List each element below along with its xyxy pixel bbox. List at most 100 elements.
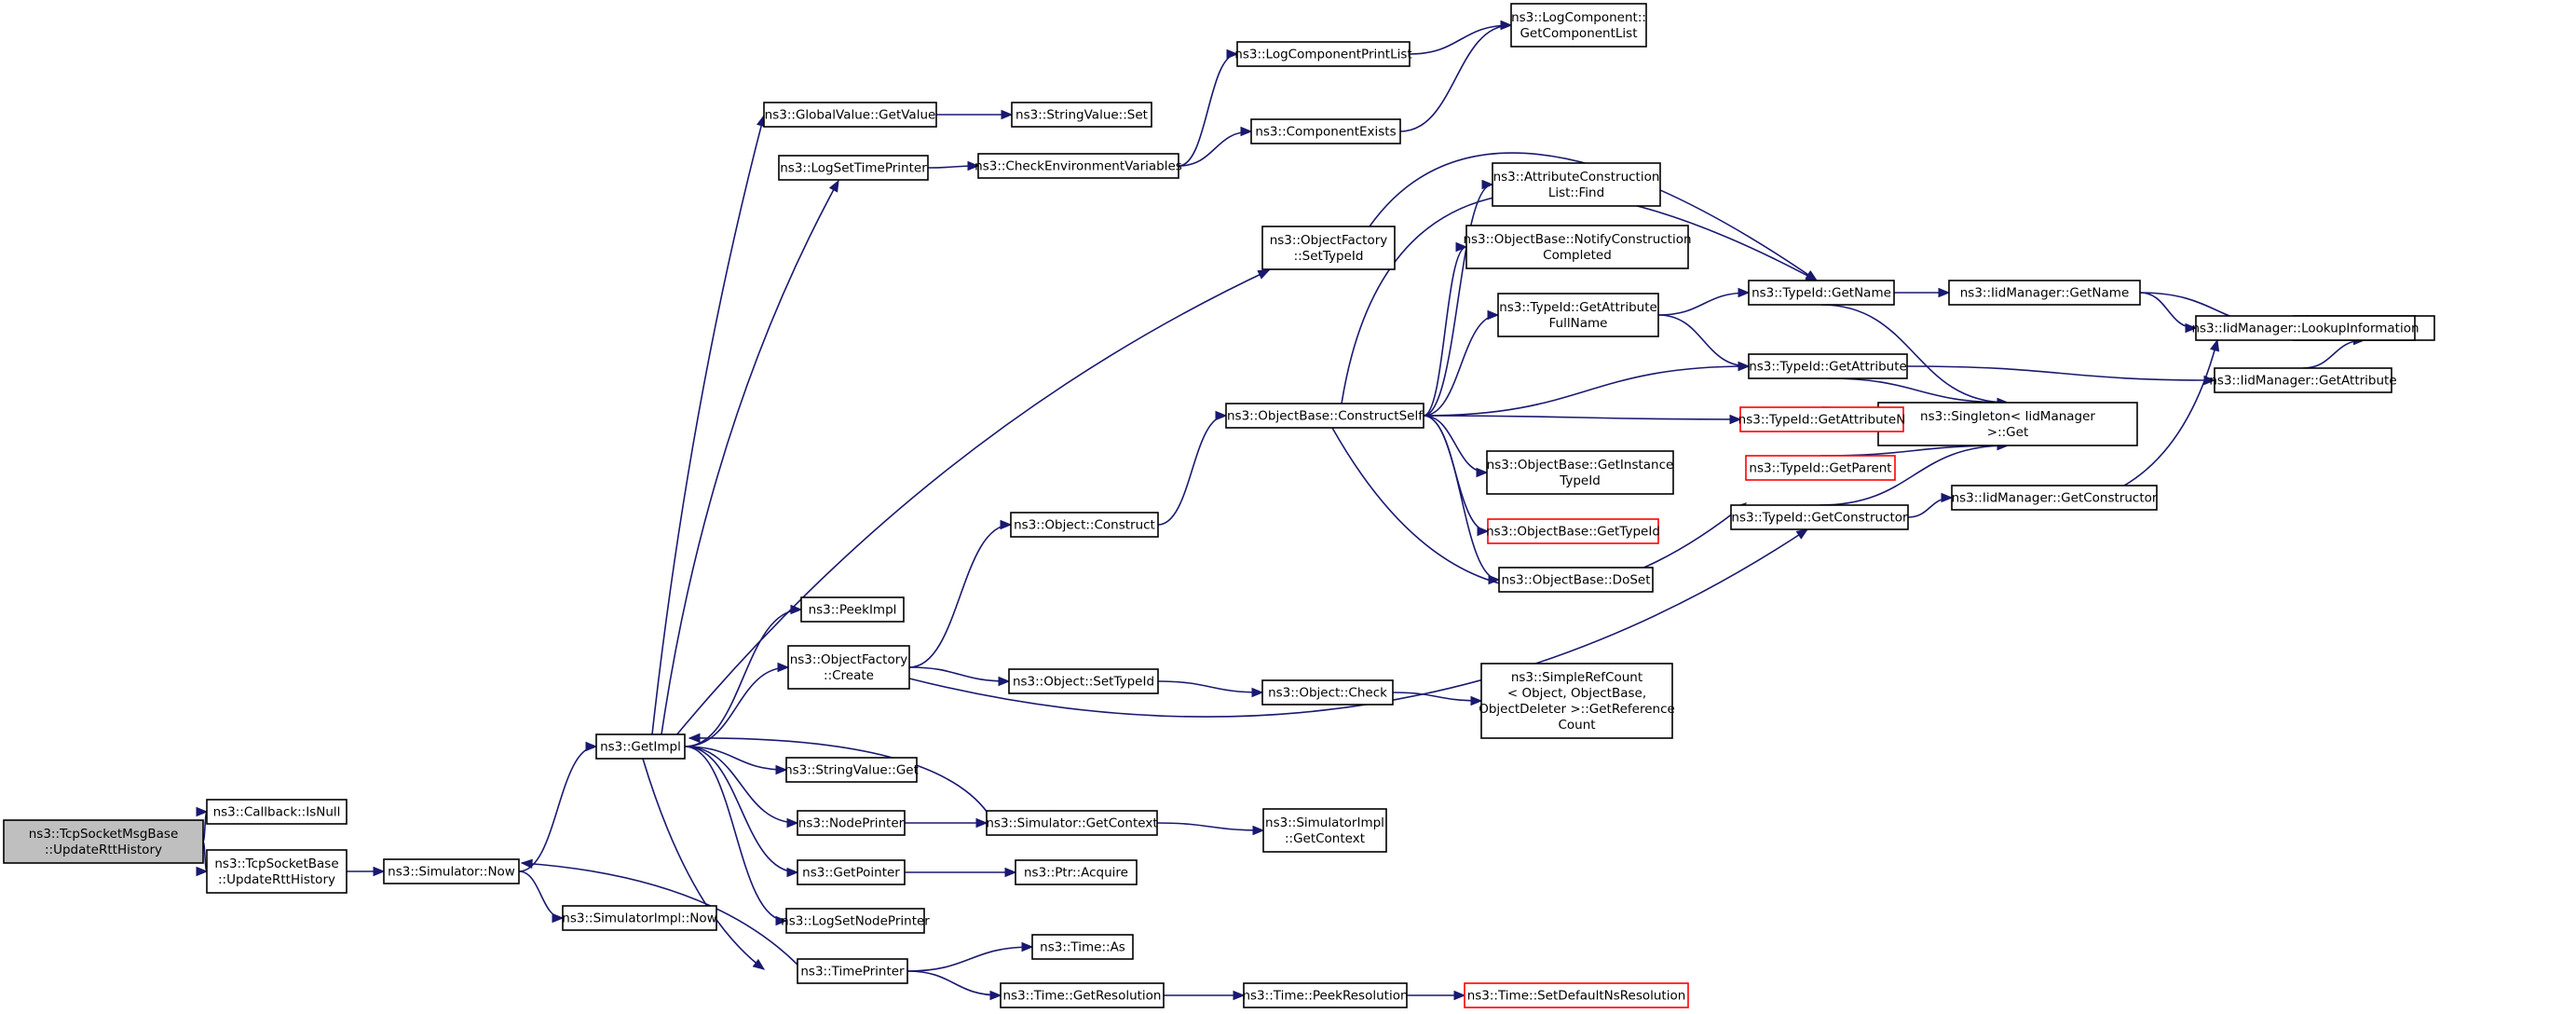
graph-node-n10[interactable]: ns3::LogComponentPrintList	[1234, 41, 1412, 67]
graph-node-n5[interactable]: ns3::SimulatorImpl::Now	[562, 905, 717, 931]
graph-node-n21[interactable]: ns3::Object::Construct	[1010, 512, 1159, 538]
graph-node-n2[interactable]: ns3::TcpSocketBase::UpdateRttHistory	[206, 849, 348, 894]
node-label: ns3::TypeId::GetName	[1751, 286, 1891, 301]
graph-node-n7[interactable]: ns3::StringValue::Set	[1011, 102, 1152, 128]
arrowhead	[373, 866, 386, 877]
graph-node-n6[interactable]: ns3::GlobalValue::GetValue	[763, 102, 937, 128]
node-box	[2214, 367, 2392, 393]
edge-n22-n29	[1423, 415, 1489, 478]
graph-node-n45[interactable]: ns3::TimePrinter	[797, 958, 908, 984]
edge-line	[1819, 445, 2009, 506]
graph-node-n46[interactable]: ns3::Time::As	[1031, 934, 1134, 960]
graph-node-n35[interactable]: ns3::Object::SetTypeId	[1008, 668, 1159, 694]
graph-node-n26[interactable]: ns3::TypeId::GetAttribute	[1748, 353, 1908, 379]
node-box	[1486, 450, 1674, 495]
graph-node-n37[interactable]: ns3::SimpleRefCount< Object, ObjectBase,…	[1479, 663, 1675, 739]
graph-node-n31[interactable]: ns3::ObjectBase::GetTypeId	[1486, 518, 1660, 544]
edge-n4-n8	[661, 179, 839, 735]
arrowhead	[1021, 941, 1034, 952]
graph-node-n41[interactable]: ns3::SimulatorImpl::GetContext	[1262, 808, 1387, 853]
node-box	[1748, 353, 1908, 379]
edge-line	[518, 870, 564, 919]
edge-line	[1399, 24, 1512, 132]
graph-node-n8[interactable]: ns3::LogSetTimePrinter	[778, 155, 929, 181]
graph-node-n28[interactable]: ns3::TypeId::GetAttributeN	[1738, 406, 1906, 432]
node-label: Count	[1558, 718, 1595, 733]
edge-n40-n41	[1156, 822, 1265, 836]
graph-node-n36[interactable]: ns3::Object::Check	[1261, 679, 1394, 706]
node-label: ::UpdateRttHistory	[45, 843, 162, 857]
arrowhead	[1481, 179, 1494, 190]
node-label: < Object, ObjectBase,	[1507, 686, 1646, 701]
graph-node-n39[interactable]: ns3::NodePrinter	[797, 810, 906, 836]
graph-node-n22[interactable]: ns3::ObjectBase::ConstructSelf	[1225, 403, 1424, 429]
edge-n20-n21	[908, 519, 1013, 668]
graph-node-n4[interactable]: ns3::GetImpl	[595, 733, 686, 760]
edge-n4-n38	[684, 746, 788, 775]
arrowhead	[1240, 126, 1253, 137]
node-box	[1243, 982, 1408, 1008]
graph-node-n0[interactable]: ns3::TcpSocketMsgBase::UpdateRttHistory	[3, 819, 204, 864]
edge-line	[1156, 822, 1264, 831]
graph-node-n30[interactable]: ns3::TypeId::GetParent	[1745, 455, 1896, 481]
edge-n20-n35	[908, 666, 1011, 687]
node-label: ns3::TypeId::GetConstructor	[1731, 511, 1908, 526]
graph-node-n47[interactable]: ns3::Time::GetResolution	[1000, 982, 1165, 1008]
arrowhead	[1476, 467, 1489, 478]
graph-node-n40[interactable]: ns3::Simulator::GetContext	[986, 810, 1158, 836]
edge-n21-n22	[1157, 410, 1228, 526]
graph-node-n32[interactable]: ns3::TypeId::GetConstructor	[1730, 504, 1909, 530]
call-graph-edges	[196, 20, 2365, 1001]
graph-node-n12[interactable]: ns3::ComponentExists	[1250, 118, 1401, 144]
arrowhead	[775, 915, 788, 926]
node-label: ns3::Time::As	[1040, 940, 1125, 955]
edge-n2-n3	[347, 866, 386, 877]
node-box	[1948, 280, 2141, 306]
node-box	[1031, 934, 1134, 960]
graph-node-n9[interactable]: ns3::CheckEnvironmentVariables	[975, 153, 1182, 179]
node-box	[1487, 518, 1659, 544]
edge-n47-n48	[1164, 990, 1246, 1001]
graph-node-n17[interactable]: ns3::IidManager::LookupInformation	[2191, 315, 2419, 341]
graph-node-n38[interactable]: ns3::StringValue::Get	[784, 757, 919, 783]
edge-line	[906, 946, 1033, 972]
node-box	[1250, 118, 1401, 144]
node-label: ns3::SimpleRefCount	[1511, 670, 1642, 685]
graph-node-n34[interactable]: ns3::ObjectBase::DoSet	[1498, 567, 1654, 593]
node-box	[1015, 859, 1138, 885]
edge-n22-n25	[1423, 309, 1500, 417]
node-box	[1464, 982, 1689, 1008]
node-box	[3, 819, 204, 864]
graph-node-n14[interactable]: ns3::TypeId::GetName	[1748, 280, 1895, 306]
graph-node-n18[interactable]: ns3::Singleton< IidManager>::Get	[1877, 402, 2138, 446]
edge-line	[684, 666, 789, 747]
graph-node-n33[interactable]: ns3::IidManager::GetConstructor	[1951, 485, 2158, 511]
node-label: ns3::ObjectBase::GetInstance	[1487, 458, 1674, 473]
graph-node-n1[interactable]: ns3::Callback::IsNull	[206, 799, 348, 825]
node-label: ns3::GetPointer	[802, 866, 900, 881]
arrowhead	[1738, 287, 1751, 298]
edge-n22-n24	[1423, 241, 1468, 417]
graph-node-n11[interactable]: ns3::LogComponent::GetComponentList	[1510, 3, 1647, 48]
graph-node-n43[interactable]: ns3::Ptr::Acquire	[1015, 859, 1138, 885]
edge-line	[1157, 680, 1263, 693]
edge-line	[688, 737, 988, 814]
graph-node-n19[interactable]: ns3::PeekImpl	[800, 596, 905, 623]
graph-node-n15[interactable]: ns3::IidManager::GetName	[1948, 280, 2141, 306]
graph-node-n20[interactable]: ns3::ObjectFactory::Create	[787, 645, 910, 690]
graph-node-n3[interactable]: ns3::Simulator::Now	[383, 858, 520, 884]
graph-node-n24[interactable]: ns3::ObjectBase::NotifyConstructionCompl…	[1463, 225, 1692, 269]
graph-node-n49[interactable]: ns3::Time::SetDefaultNsResolution	[1464, 982, 1689, 1008]
edge-n22-n28	[1423, 414, 1742, 425]
arrowhead	[998, 676, 1011, 687]
graph-node-n42[interactable]: ns3::GetPointer	[797, 859, 906, 885]
graph-node-n44[interactable]: ns3::LogSetNodePrinter	[781, 908, 930, 934]
graph-node-n48[interactable]: ns3::Time::PeekResolution	[1242, 982, 1409, 1008]
node-label: ns3::Simulator::GetContext	[986, 816, 1157, 831]
graph-node-n13[interactable]: ns3::ObjectFactory::SetTypeId	[1261, 226, 1396, 270]
graph-node-n27[interactable]: ns3::IidManager::GetAttribute	[2209, 367, 2397, 393]
